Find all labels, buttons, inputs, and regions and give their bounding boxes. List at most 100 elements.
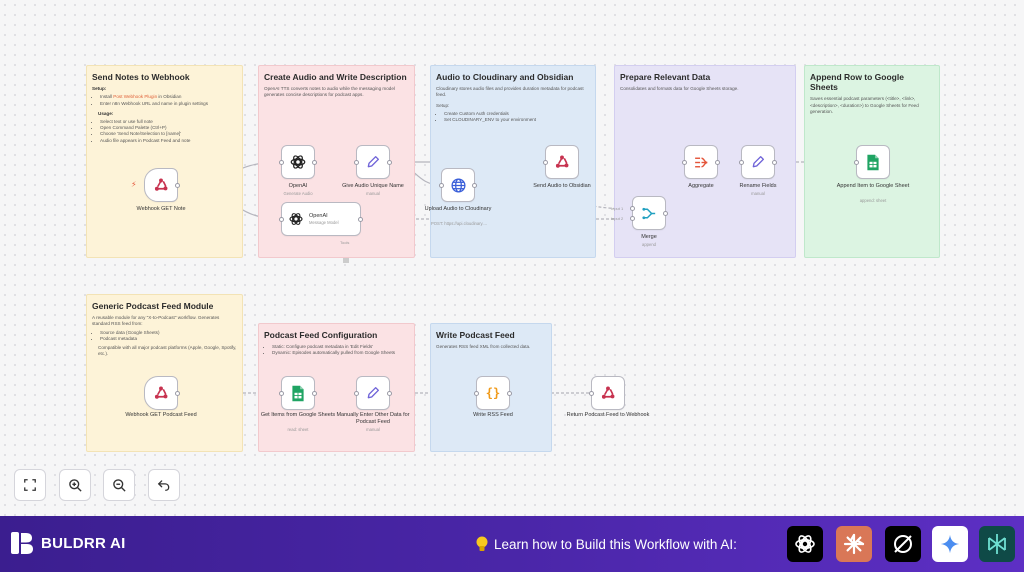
node-label: Get Items from Google Sheets [260, 412, 336, 418]
chatgpt-button[interactable] [787, 526, 823, 562]
node-sub: manual [751, 191, 765, 196]
node-openai-audio[interactable] [279, 145, 317, 179]
buldrr-logo-icon [11, 532, 33, 554]
setup-item: Set CLOUDINARY_ENV to your environment [444, 117, 590, 123]
sticky-desc: A reusable module for any "X-to-Podcast"… [92, 315, 220, 327]
node-webhook-get-note[interactable] [144, 168, 180, 202]
node-label: Return Podcast Feed to Webhook [566, 412, 650, 418]
sheets-icon [867, 154, 879, 170]
sticky-desc: Consolidates and formats data for Google… [620, 86, 739, 92]
sticky-title: Podcast Feed Configuration [264, 330, 378, 340]
brand[interactable]: BULDRR AI [9, 530, 126, 556]
node-webhook-get-feed[interactable] [144, 376, 180, 410]
setup-label: Setup: [436, 102, 450, 108]
node-label: OpenAI [288, 183, 308, 189]
node-get-items-sheets[interactable] [279, 376, 317, 410]
pencil-icon [367, 156, 379, 168]
lightbulb-icon [476, 536, 488, 551]
webhook-icon [601, 386, 615, 399]
node-label: Merge [641, 234, 657, 240]
tools-plus-button [343, 257, 349, 263]
list-item: Source data (Google Sheets) [100, 330, 237, 336]
sticky-title: Send Notes to Webhook [92, 72, 190, 82]
node-sub: manual [366, 191, 380, 196]
undo-button[interactable] [148, 469, 180, 501]
setup-item: Install Post Webhook Plugin in Obsidian [100, 94, 237, 100]
fit-view-button[interactable] [14, 469, 46, 501]
node-sub: Message Model [309, 220, 339, 225]
grok-button[interactable] [979, 526, 1015, 562]
sticky-title: Audio to Cloudinary and Obsidian [436, 72, 574, 82]
sticky-title: Prepare Relevant Data [620, 72, 711, 82]
gemini-button[interactable] [932, 526, 968, 562]
plugin-link[interactable]: Post Webhook Plugin [113, 94, 158, 100]
input-label: Input 1 [611, 206, 624, 211]
webhook-icon [555, 155, 569, 168]
zoom-in-button[interactable] [59, 469, 91, 501]
webhook-icon [154, 386, 168, 399]
perplexity-button[interactable] [885, 526, 921, 562]
sticky-desc: Saves essential podcast parameters (<tit… [810, 96, 919, 114]
node-return-feed[interactable] [589, 376, 625, 410]
usage-item: Choose 'Send Note/Selection to [name]' [100, 131, 237, 137]
node-label: OpenAI [309, 213, 328, 219]
aggregate-icon [694, 157, 707, 167]
workflow-canvas[interactable]: Send Notes to Webhook Setup: Install Pos… [0, 0, 1024, 516]
node-label: Webhook GET Note [136, 206, 186, 212]
list-item: Dynamic: Episodes automatically pulled f… [272, 350, 409, 356]
node-sub: Generate Audio [283, 191, 313, 196]
node-openai-message[interactable]: OpenAI Message Model [279, 202, 363, 236]
globe-icon [450, 177, 466, 193]
usage-label: Usage: [98, 110, 114, 116]
list-item: Static: Configure podcast metadata in 'E… [272, 344, 409, 350]
setup-label: Setup: [92, 86, 107, 92]
node-aggregate[interactable] [682, 145, 720, 179]
trigger-bolt-icon: ⚡ [131, 180, 137, 189]
sticky-desc: Cloudinary stores audio files and provid… [436, 86, 584, 98]
perplexity-icon [894, 535, 912, 553]
node-sub: append: sheet [859, 198, 887, 203]
brand-name: BULDRR AI [41, 534, 126, 552]
cta: Learn how to Build this Workflow with AI… [474, 535, 737, 553]
node-send-obsidian[interactable] [543, 145, 579, 179]
pencil-icon [752, 156, 764, 168]
node-label: Send Audio to Obsidian [533, 183, 591, 189]
webhook-icon [154, 178, 168, 191]
node-upload-cloudinary[interactable] [439, 168, 477, 202]
node-sub: POST: https://api.cloudinary.... [430, 221, 487, 226]
node-give-audio-name[interactable] [354, 145, 392, 179]
input-label: Input 2 [611, 216, 624, 221]
sticky-title: Append Row to Google Sheets [810, 72, 904, 93]
node-label: Webhook GET Podcast Feed [125, 412, 197, 418]
claude-button[interactable] [836, 526, 872, 562]
promo-banner: BULDRR AI Learn how to Build this Workfl… [0, 516, 1024, 572]
sticky-send-notes[interactable]: Send Notes to Webhook Setup: Install Pos… [86, 65, 243, 258]
node-manual-enter[interactable] [354, 376, 392, 410]
node-label: Append Item to Google Sheet [836, 183, 910, 189]
fit-view-icon [24, 479, 36, 491]
node-label: Upload Audio to Cloudinary [424, 206, 492, 212]
node-label: Manually Enter Other Data for Podcast Fe… [336, 412, 410, 425]
chatgpt-icon [795, 535, 815, 553]
node-rename-fields[interactable] [739, 145, 777, 179]
undo-icon [157, 480, 170, 491]
node-sub: read: sheet [287, 427, 309, 432]
usage-item: Open Command Palette (Ctrl+P) [100, 125, 237, 131]
claude-icon [843, 533, 865, 555]
sticky-desc: OpenAI TTS converts notes to audio while… [264, 86, 395, 98]
node-append-sheet[interactable] [854, 145, 890, 179]
cta-text: Learn how to Build this Workflow with AI… [494, 536, 737, 552]
zoom-out-icon [112, 478, 126, 492]
compat-text: Compatible with all major podcast platfo… [98, 344, 237, 357]
setup-item: Create Custom Auth credentials [444, 111, 590, 117]
openai-icon [289, 213, 303, 225]
node-merge[interactable] [630, 196, 668, 230]
pencil-icon [367, 387, 379, 399]
zoom-out-button[interactable] [103, 469, 135, 501]
sticky-generic[interactable]: Generic Podcast Feed Module A reusable m… [86, 294, 243, 452]
node-write-rss[interactable]: {} [474, 376, 512, 410]
openai-icon [290, 155, 306, 169]
node-label: Aggregate [688, 183, 714, 189]
code-icon: {} [485, 386, 501, 400]
node-label: Give Audio Unique Name [342, 183, 404, 189]
